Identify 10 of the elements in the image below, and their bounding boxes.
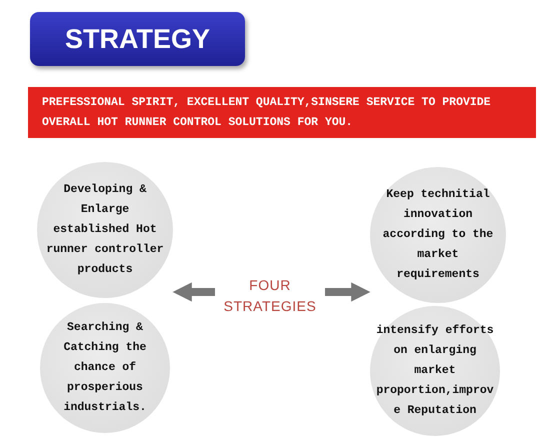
title-banner: STRATEGY [30,12,245,66]
node-text: PREFESSIONAL SPIRIT, EXCELLENT QUALITY,SINSERE SERVICE TO PROVIDE OVERALL HOT RUNNER CONTROL SOLUTIONS FOR YOU. [42,94,492,130]
node-text: intensify efforts on enlarging market proportion,improve Reputation [376,323,494,419]
node-text: Keep technitial innovation according to the market requirements [382,187,494,283]
slogan-banner [28,87,536,138]
arrow [325,282,370,302]
node-text: FOUR STRATEGIES [222,276,318,316]
node-text: Developing & Enlarge established Hot runner controller products [45,182,165,278]
arrow [172,282,215,302]
node-text: Searching & Catching the chance of prosperious industrials. [62,320,148,416]
